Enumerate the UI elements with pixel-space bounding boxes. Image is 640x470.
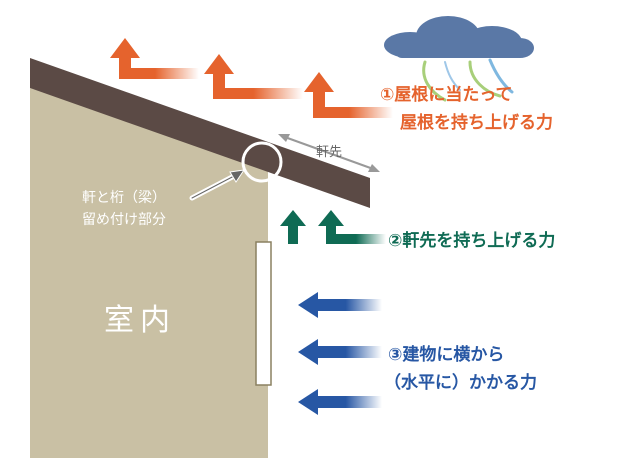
house-wall: [30, 88, 268, 458]
joint-label-line1: 軒と桁（梁）: [82, 190, 166, 206]
force1-label-line2: 屋根を持ち上げる力: [400, 112, 553, 133]
window: [255, 241, 272, 386]
force2-label: ②軒先を持ち上げる力: [388, 230, 555, 251]
rain-swirl-icon: [422, 58, 514, 102]
joint-highlight-circle: [241, 141, 283, 183]
uplift-arrow: [318, 210, 386, 244]
horizontal-arrow: [298, 339, 382, 365]
horizontal-arrow: [298, 292, 382, 318]
uplift-arrow: [204, 54, 303, 99]
roof: [30, 58, 370, 208]
joint-pointer-arrow: [189, 169, 246, 201]
room-label: 室内: [104, 303, 176, 338]
force1-label-line1: ①屋根に当たって: [380, 84, 513, 105]
storm-cloud-icon: [384, 16, 534, 58]
roof-uplift-arrows: [110, 38, 393, 118]
force3-label-line2: （水平に）かかる力: [384, 372, 537, 393]
uplift-arrow: [110, 38, 199, 79]
eaves-label: 軒先: [316, 145, 342, 160]
force3-label-line1: ③建物に横から: [388, 344, 504, 365]
uplift-arrow: [304, 72, 393, 118]
uplift-arrow: [280, 210, 306, 244]
joint-label-line2: 留め付け部分: [82, 212, 166, 228]
eaves-uplift-arrows: [280, 210, 386, 244]
horizontal-arrow: [298, 389, 382, 415]
eaves-dimension-arrow: [278, 134, 380, 172]
horizontal-force-arrows: [298, 292, 382, 415]
